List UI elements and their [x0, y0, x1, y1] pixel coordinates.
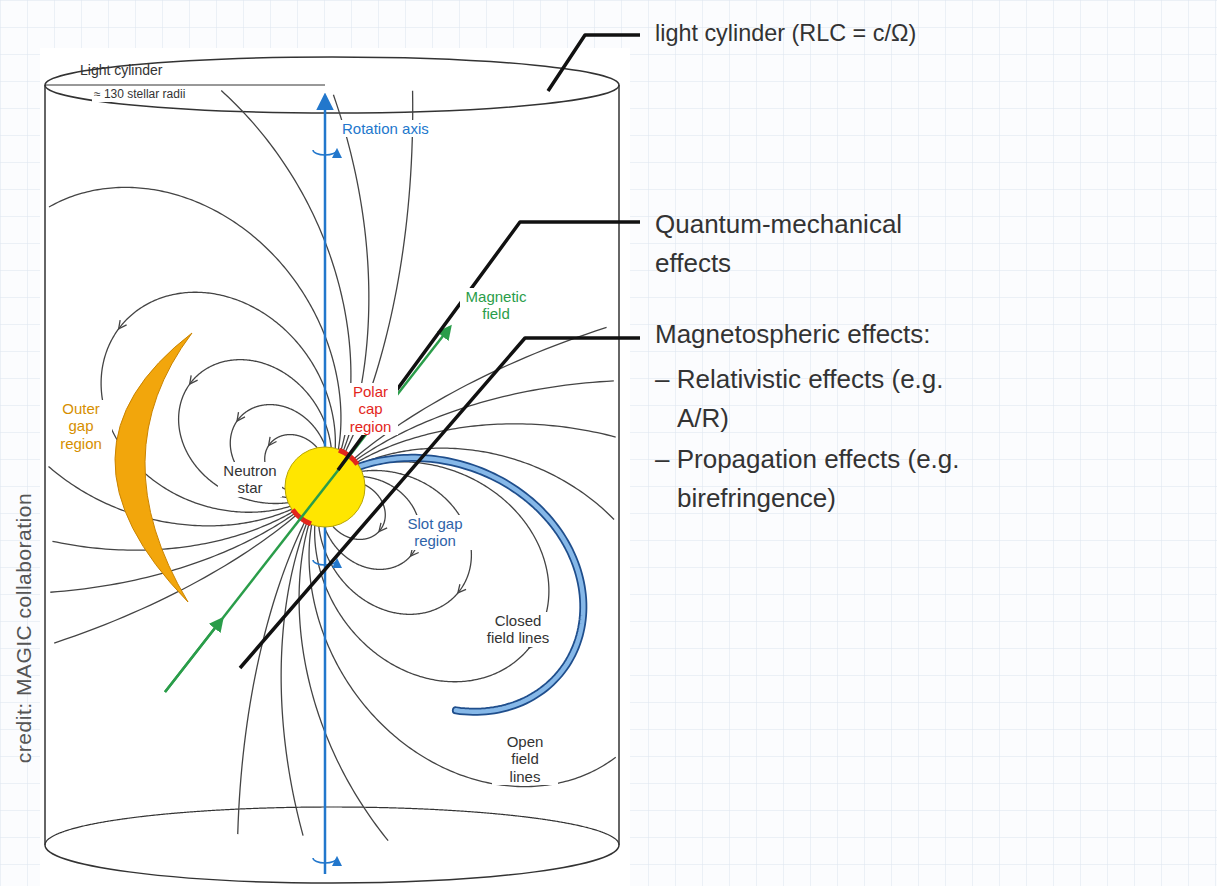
axis-label: Magnetic field	[460, 288, 532, 323]
leader-line	[240, 338, 640, 668]
region-label: Polar cap region	[343, 383, 398, 435]
field-label: Closed field lines	[480, 612, 556, 647]
field-line	[221, 91, 351, 451]
callout-item: – Relativistic effects (e.g. A/R)	[655, 360, 1000, 438]
callout-text: Quantum-mechanical effects	[655, 205, 945, 283]
figure-label: Light cylinder	[80, 62, 163, 78]
field-lines	[48, 91, 615, 841]
magnetic-axis-arrow	[165, 619, 222, 692]
figure-ground	[40, 48, 630, 886]
light-cylinder-bottom-back	[45, 807, 619, 845]
field-label: Open field lines	[492, 733, 558, 785]
leader-line	[548, 35, 640, 91]
light-cylinder-bottom	[45, 845, 619, 883]
callout-heading: Magnetospheric effects:	[655, 320, 1195, 350]
slot-gap-band	[359, 458, 583, 712]
credit-note: credit: MAGIC collaboration	[12, 493, 36, 763]
leader-line	[338, 222, 640, 470]
light-cylinder-top	[45, 57, 619, 113]
region-label: Outer gap region	[50, 400, 112, 452]
field-direction-arrow	[265, 437, 276, 448]
outer-gap-region	[115, 333, 192, 602]
rotation-sense-arrow	[313, 150, 337, 155]
field-direction-arrow	[455, 584, 466, 595]
figure-label: ≈ 130 stellar radii	[92, 88, 187, 102]
slot-gap-region	[359, 458, 583, 712]
field-direction-arrow	[186, 375, 197, 386]
field-line	[299, 524, 388, 841]
slot-gap-band	[359, 458, 583, 712]
field-line	[238, 522, 305, 835]
field-direction-arrow	[376, 523, 387, 534]
axis-label: Rotation axis	[340, 120, 431, 137]
star-label: Neutron star	[218, 462, 282, 497]
field-direction-arrow	[234, 412, 245, 423]
region-label: Slot gap region	[396, 515, 474, 550]
light-cylinder-side	[44, 85, 46, 845]
field-direction-arrow	[115, 320, 126, 331]
light-cylinder-side	[618, 85, 620, 845]
rotation-sense-arrow	[313, 858, 337, 863]
radius-line	[45, 85, 325, 86]
magnetic-axis	[165, 327, 450, 692]
callout-item: – Propagation effects (e.g. birefringenc…	[655, 440, 1000, 518]
callout-text: light cylinder (RLC = c/Ω)	[655, 20, 1215, 47]
